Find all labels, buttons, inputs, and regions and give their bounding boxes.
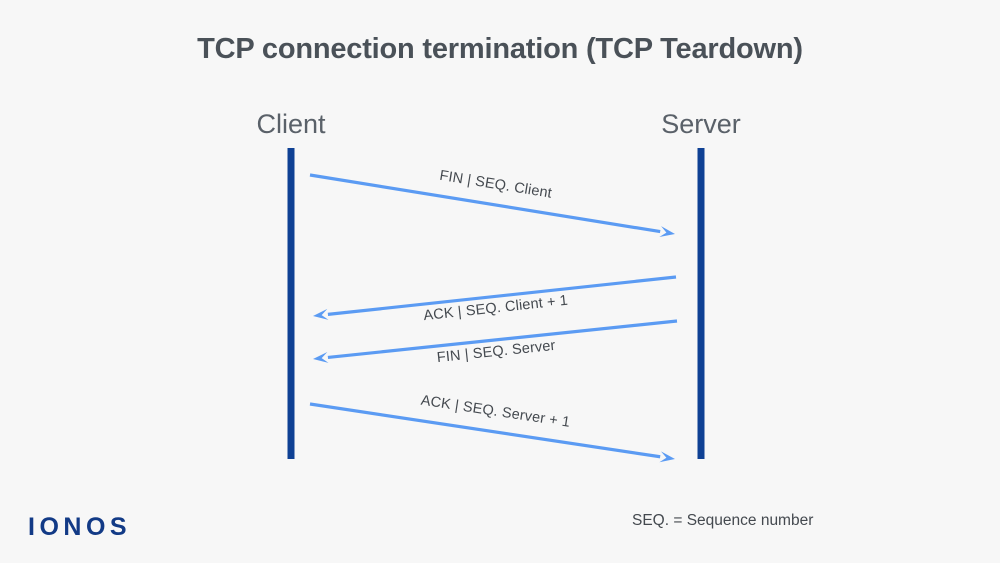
legend-note: SEQ. = Sequence number xyxy=(632,512,814,529)
arrowhead-icon xyxy=(659,451,675,463)
lifeline-server xyxy=(697,148,705,459)
message-arrow: FIN | SEQ. Server xyxy=(313,319,678,366)
actor-label-server: Server xyxy=(661,109,741,139)
arrowhead-icon xyxy=(313,308,329,320)
page-title: TCP connection termination (TCP Teardown… xyxy=(197,33,803,65)
lifeline-client xyxy=(287,148,295,459)
message-line xyxy=(309,173,661,234)
message-line xyxy=(327,319,678,360)
message-line xyxy=(309,402,661,459)
message-line xyxy=(327,275,677,316)
message-arrow: ACK | SEQ. Server + 1 xyxy=(309,393,675,463)
message-label: FIN | SEQ. Client xyxy=(438,168,553,202)
message-arrow: ACK | SEQ. Client + 1 xyxy=(313,275,677,324)
message-arrow: FIN | SEQ. Client xyxy=(309,168,675,238)
arrowhead-icon xyxy=(313,351,329,363)
actor-label-client: Client xyxy=(256,109,326,139)
ionos-logo: IONOS xyxy=(28,513,132,541)
message-label: FIN | SEQ. Server xyxy=(436,338,556,366)
arrowhead-icon xyxy=(659,226,675,238)
